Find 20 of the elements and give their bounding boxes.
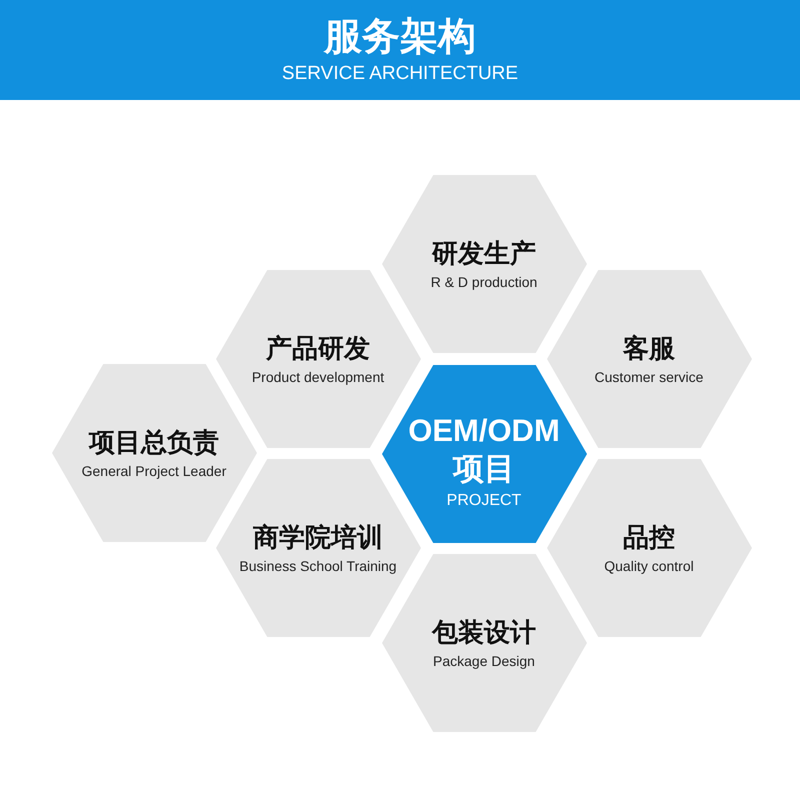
hexagon-subtitle: General Project Leader [82,462,226,480]
hexagon-subtitle: Business School Training [239,557,397,575]
hexagon-subtitle: PROJECT [446,492,522,510]
hexagon-subtitle: Package Design [433,652,535,670]
hexagon-heading: 产品研发 [266,332,370,364]
hexagon-heading: OEM/ODM 项目 [407,412,561,488]
hexagon-subtitle: Customer service [594,368,704,386]
hexagon-heading: 包装设计 [432,616,536,648]
hexagon-heading: 研发生产 [432,237,536,269]
hexagon-heading: 客服 [623,332,675,364]
title: 服务架构 [324,14,476,58]
hexagon-subtitle: R & D production [430,273,538,291]
hexagon-heading: 项目总负责 [89,426,219,458]
hexagon-subtitle: Quality control [604,557,694,575]
subtitle: SERVICE ARCHITECTURE [282,62,518,86]
hexagon-heading: 品控 [623,521,675,553]
hexagon-tile [546,459,752,637]
hexagon-subtitle: Product development [252,368,384,386]
hexagon-heading: 商学院培训 [253,521,383,553]
hexagon-tile [382,175,586,353]
